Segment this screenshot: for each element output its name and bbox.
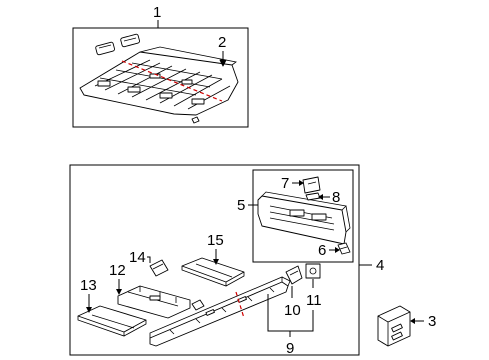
floor-pad-left-detail bbox=[98, 44, 112, 49]
panel-13-rib bbox=[91, 314, 135, 329]
floor-pan-cross-ribs bbox=[99, 62, 223, 96]
bracket-3-edges bbox=[377, 311, 411, 346]
bracket-10-outline bbox=[285, 265, 303, 285]
leader-6-arrow bbox=[335, 247, 340, 253]
floor-pad-right[interactable] bbox=[120, 33, 140, 48]
bracket-10-detail bbox=[289, 270, 299, 276]
callout-12: 12 bbox=[109, 262, 126, 279]
callout-1: 1 bbox=[153, 4, 161, 21]
bracket-3-slot bbox=[391, 331, 403, 341]
plate-11-hole bbox=[309, 267, 317, 275]
bracket-14-detail bbox=[152, 263, 164, 270]
floor-pad-left[interactable] bbox=[95, 41, 115, 56]
leader-12-arrow bbox=[116, 289, 122, 295]
bracket-10-part[interactable] bbox=[285, 265, 303, 285]
callout-9: 9 bbox=[286, 340, 294, 357]
leader-3-arrow bbox=[410, 318, 415, 324]
callout-7: 7 bbox=[281, 175, 289, 192]
main-rail-slot bbox=[205, 309, 215, 316]
leader-13-arrow bbox=[86, 307, 92, 313]
floor-pan-clip[interactable] bbox=[191, 116, 200, 124]
rear-panel-flange bbox=[261, 191, 351, 233]
floor-pad-right-outline bbox=[120, 33, 140, 48]
floor-pan-rear-lip bbox=[139, 46, 237, 66]
leader-15-arrow bbox=[213, 259, 219, 265]
callout-11: 11 bbox=[306, 292, 322, 309]
callout-15: 15 bbox=[207, 232, 224, 249]
callout-6: 6 bbox=[318, 242, 326, 259]
callout-2: 2 bbox=[218, 34, 226, 51]
clip-6-detail bbox=[339, 246, 348, 250]
panel-13-edge bbox=[77, 316, 147, 337]
plate-11-outline bbox=[305, 263, 321, 279]
floor-pan-opening bbox=[127, 86, 141, 93]
leader-7-arrow bbox=[299, 180, 304, 186]
callout-14: 14 bbox=[129, 249, 146, 266]
clip-6-part[interactable] bbox=[337, 242, 351, 255]
floor-pan-opening bbox=[159, 92, 173, 99]
floor-pan-part[interactable] bbox=[79, 46, 239, 116]
callout-5: 5 bbox=[237, 197, 245, 214]
crossmember-12-slot bbox=[149, 295, 161, 301]
bracket-3-slot bbox=[391, 323, 403, 333]
leader-9-bracket bbox=[267, 300, 314, 337]
floor-pan-opening bbox=[181, 79, 193, 85]
leader-2-arrow bbox=[219, 59, 227, 67]
floor-pan-group bbox=[72, 27, 249, 128]
main-rail-ribs bbox=[169, 287, 275, 335]
plate-11-part[interactable] bbox=[305, 263, 321, 279]
rear-panel-part[interactable] bbox=[257, 191, 351, 245]
callout-13: 13 bbox=[80, 277, 97, 294]
floor-pan-cut-line bbox=[121, 60, 223, 102]
leader-14 bbox=[147, 256, 151, 263]
crossmember-12-part[interactable] bbox=[117, 285, 191, 319]
panel-15-part[interactable] bbox=[181, 257, 245, 287]
bracket-7-outline bbox=[302, 176, 321, 194]
callout-10: 10 bbox=[284, 302, 301, 319]
main-rail-cut-line bbox=[235, 291, 245, 319]
floor-pad-right-detail bbox=[123, 37, 137, 42]
rear-panel-cutout bbox=[289, 209, 305, 217]
bracket-14-part[interactable] bbox=[149, 259, 169, 277]
floor-pan-opening bbox=[191, 98, 205, 105]
main-rail-part[interactable] bbox=[149, 276, 291, 347]
callout-8: 8 bbox=[332, 189, 340, 206]
callout-4: 4 bbox=[376, 257, 384, 274]
floor-pan-opening bbox=[97, 80, 111, 87]
bracket-7-detail bbox=[307, 181, 317, 185]
callout-3: 3 bbox=[428, 313, 436, 330]
floor-pan-ribs bbox=[94, 59, 231, 110]
bracket-small-part[interactable] bbox=[191, 299, 205, 311]
panel-15-rib bbox=[195, 263, 233, 278]
bracket-14-outline bbox=[149, 259, 169, 277]
clip-6-outline bbox=[337, 242, 351, 255]
bracket-7-part[interactable] bbox=[302, 176, 321, 194]
panel-15-edge bbox=[181, 266, 245, 287]
leader-8-arrow bbox=[318, 194, 323, 200]
rear-panel-cutout bbox=[311, 213, 327, 221]
bracket-3-part[interactable] bbox=[377, 305, 411, 347]
panel-13-part[interactable] bbox=[77, 305, 147, 337]
